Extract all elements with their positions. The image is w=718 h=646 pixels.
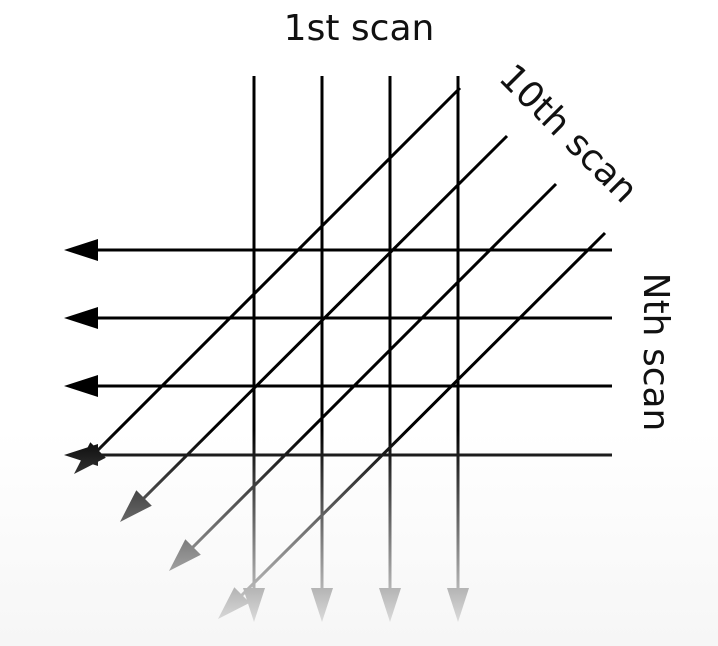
down-arrow-icon (243, 588, 265, 622)
diagonal-scan-line (94, 86, 462, 454)
nth-scan-label: Nth scan (635, 273, 676, 432)
tenth-scan-label: 10th scan (491, 57, 646, 212)
diagonal-scan-lines (74, 86, 607, 619)
down-arrow-icon (379, 588, 401, 622)
left-arrow-icon (64, 307, 98, 329)
horizontal-scan-lines (64, 239, 612, 466)
diagonal-scan-line (238, 231, 607, 599)
down-arrow-icon (311, 588, 333, 622)
down-arrow-icon (447, 588, 469, 622)
first-scan-label: 1st scan (284, 8, 435, 49)
left-arrow-icon (64, 375, 98, 397)
diagonal-scan-line (189, 182, 558, 551)
left-arrow-icon (64, 239, 98, 261)
vertical-scan-lines (243, 76, 469, 622)
